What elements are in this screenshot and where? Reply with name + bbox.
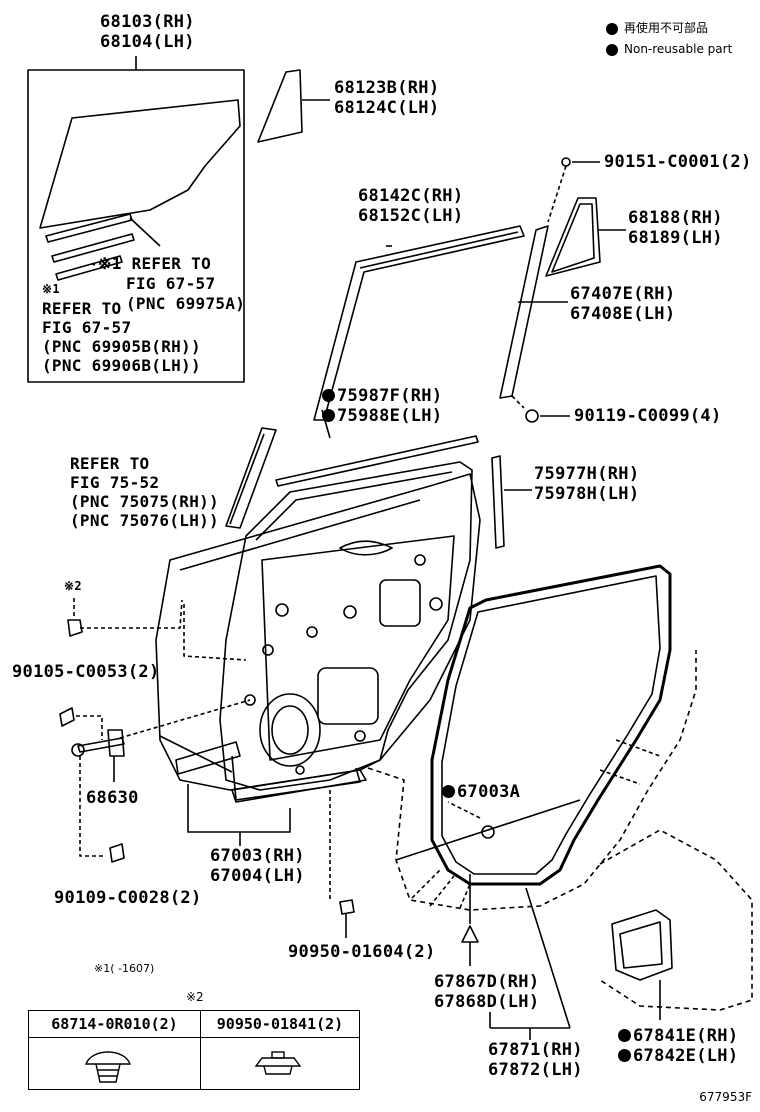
legend-text-en: Non-reusable part xyxy=(624,42,733,56)
label-68103: 68103(RH)68104(LH) xyxy=(100,12,195,52)
non-reusable-bullet-icon xyxy=(322,389,335,402)
non-reusable-bullet-icon xyxy=(618,1029,631,1042)
door-inner-frame xyxy=(219,461,473,791)
label-68630: 68630 xyxy=(86,788,139,808)
footnote-1: ※1( -1607) xyxy=(94,962,155,975)
label-90151: 90151-C0001(2) xyxy=(604,152,752,172)
bullet-icon xyxy=(606,43,618,56)
door-weatherstrip xyxy=(231,769,367,803)
legend-row-en: Non-reusable part xyxy=(606,39,732,60)
door-glass-shape xyxy=(39,99,241,229)
fastener-table: 68714-0R010(2) 90950-01841(2) xyxy=(28,1010,360,1090)
table-mark: ※2 xyxy=(186,990,204,1004)
label-75977: 75977H(RH)75978H(LH) xyxy=(534,464,640,504)
non-reusable-bullet-icon xyxy=(442,785,455,798)
table-header-90950: 90950-01841(2) xyxy=(201,1011,359,1038)
bullet-icon xyxy=(606,22,618,35)
table-column-90950: 90950-01841(2) xyxy=(201,1011,359,1089)
label-67841: 67841E(RH) 67842E(LH) xyxy=(618,1026,738,1066)
label-67871: 67871(RH)67872(LH) xyxy=(488,1040,583,1080)
label-68188: 68188(RH)68189(LH) xyxy=(628,208,723,248)
body-opening-weatherstrip xyxy=(430,564,672,886)
label-90109: 90109-C0028(2) xyxy=(54,888,202,908)
label-67407: 67407E(RH)67408E(LH) xyxy=(570,284,676,324)
label-68142: 68142C(RH)68152C(LH) xyxy=(358,186,464,226)
label-67003a: 67003A xyxy=(442,782,520,802)
label-67867: 67867D(RH)67868D(LH) xyxy=(434,972,540,1012)
figure-number: 677953F xyxy=(699,1090,752,1104)
label-90105: 90105-C0053(2) xyxy=(12,662,160,682)
label-67003: 67003(RH)67004(LH) xyxy=(210,846,305,886)
label-68123: 68123B(RH)68124C(LH) xyxy=(334,78,440,118)
door-check-shape xyxy=(77,737,125,753)
label-note-2: ※2 xyxy=(64,579,82,593)
quarter-glass-shape xyxy=(257,69,303,143)
non-reusable-bullet-icon xyxy=(322,409,335,422)
label-90950-01604: 90950-01604(2) xyxy=(288,942,436,962)
legend-text-jp: 再使用不可部品 xyxy=(624,21,709,35)
legend-row-jp: 再使用不可部品 xyxy=(606,18,732,39)
plug-68714-icon xyxy=(84,1051,132,1065)
label-75987: 75987F(RH) 75988E(LH) xyxy=(322,386,442,426)
division-bar-shape xyxy=(499,225,549,399)
non-reusable-bullet-icon xyxy=(618,1049,631,1062)
run-channel-shape xyxy=(313,225,525,421)
table-header-68714: 68714-0R010(2) xyxy=(29,1011,200,1038)
plug-90950-icon xyxy=(254,1057,302,1067)
legend: 再使用不可部品 Non-reusable part xyxy=(606,18,732,60)
table-column-68714: 68714-0R010(2) xyxy=(29,1011,201,1089)
triangle-glass-shape xyxy=(545,197,601,277)
label-90119: 90119-C0099(4) xyxy=(574,406,722,426)
